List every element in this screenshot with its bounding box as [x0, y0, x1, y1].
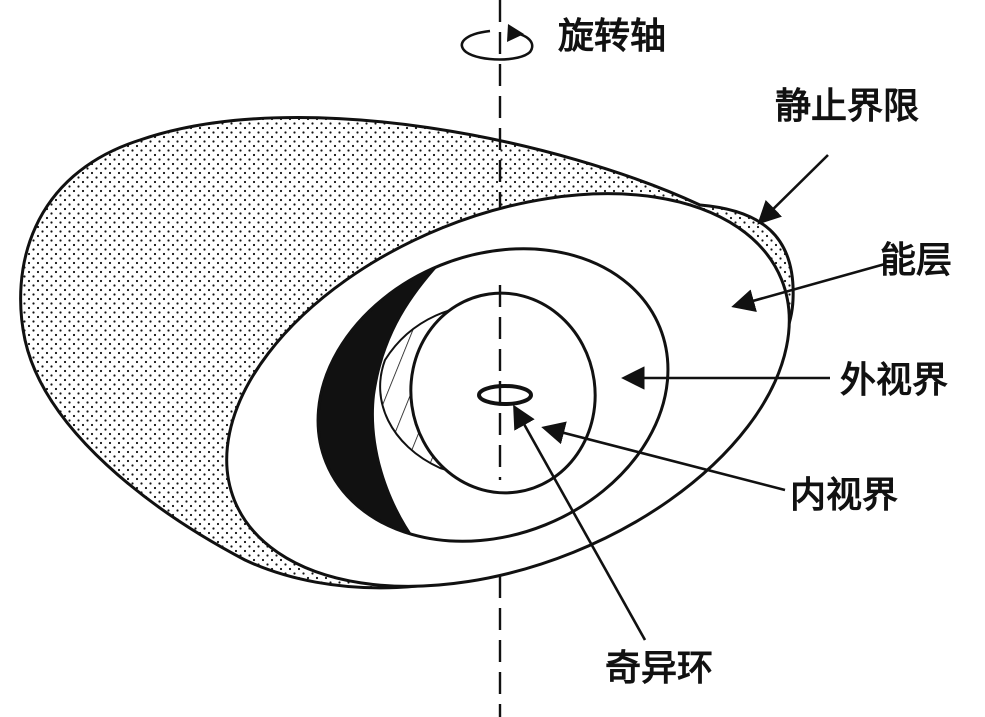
label-inner-horizon: 内视界 [790, 475, 898, 516]
rotation-arrow-icon [460, 29, 534, 61]
arrow-ring-singularity [513, 404, 647, 641]
arrow-static-limit [757, 154, 829, 225]
label-static-limit: 静止界限 [775, 86, 919, 127]
label-ring-singularity: 奇异环 [605, 648, 713, 689]
outer-horizon-surface [316, 247, 670, 543]
ring-singularity [477, 384, 533, 406]
label-rotation-axis: 旋转轴 [558, 16, 666, 57]
arrow-ergosphere [731, 262, 886, 313]
rotation-arrowhead-icon [507, 24, 524, 42]
label-ergosphere: 能层 [880, 240, 952, 281]
arrow-inner-horizon [541, 421, 786, 492]
label-outer-horizon: 外视界 [840, 360, 948, 401]
